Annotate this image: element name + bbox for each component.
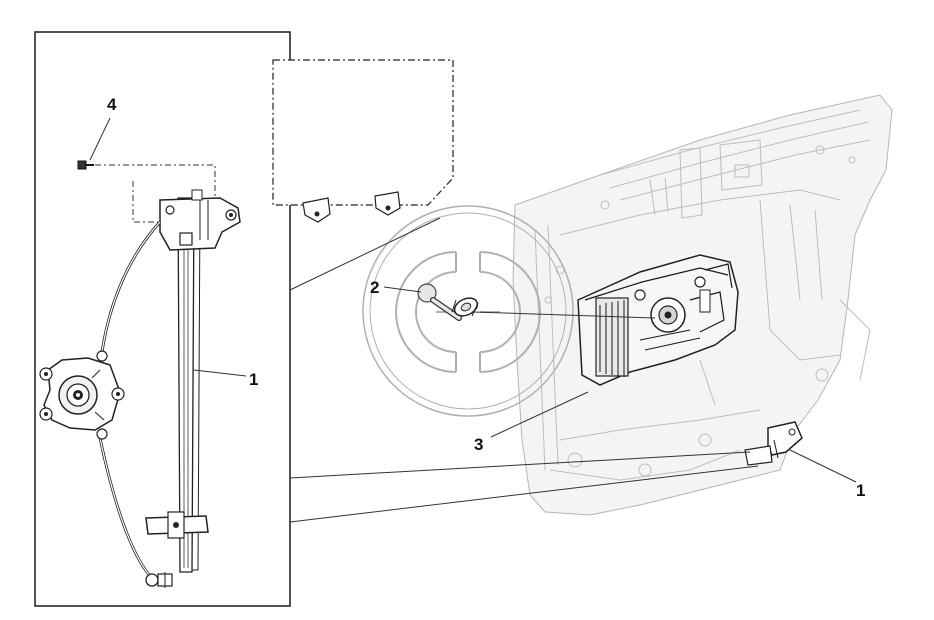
window-handle [417,283,479,321]
callout-2: 2 [370,278,379,297]
callout-4: 4 [107,95,117,114]
regulator-bracket-right [744,421,803,466]
callout-3: 3 [474,435,483,454]
access-hole-assembly [577,254,739,386]
regulator-drum [39,350,125,440]
upper-slider-bracket [159,189,241,251]
callout-1-door: 1 [856,481,865,500]
window-glass-outline [272,59,454,223]
lower-guide-bracket [145,511,209,539]
inset-frame [34,31,759,607]
leader-lines [89,117,857,483]
regulator-cables [98,221,173,588]
callout-1-inset: 1 [249,370,258,389]
watermark-logo [362,205,574,417]
